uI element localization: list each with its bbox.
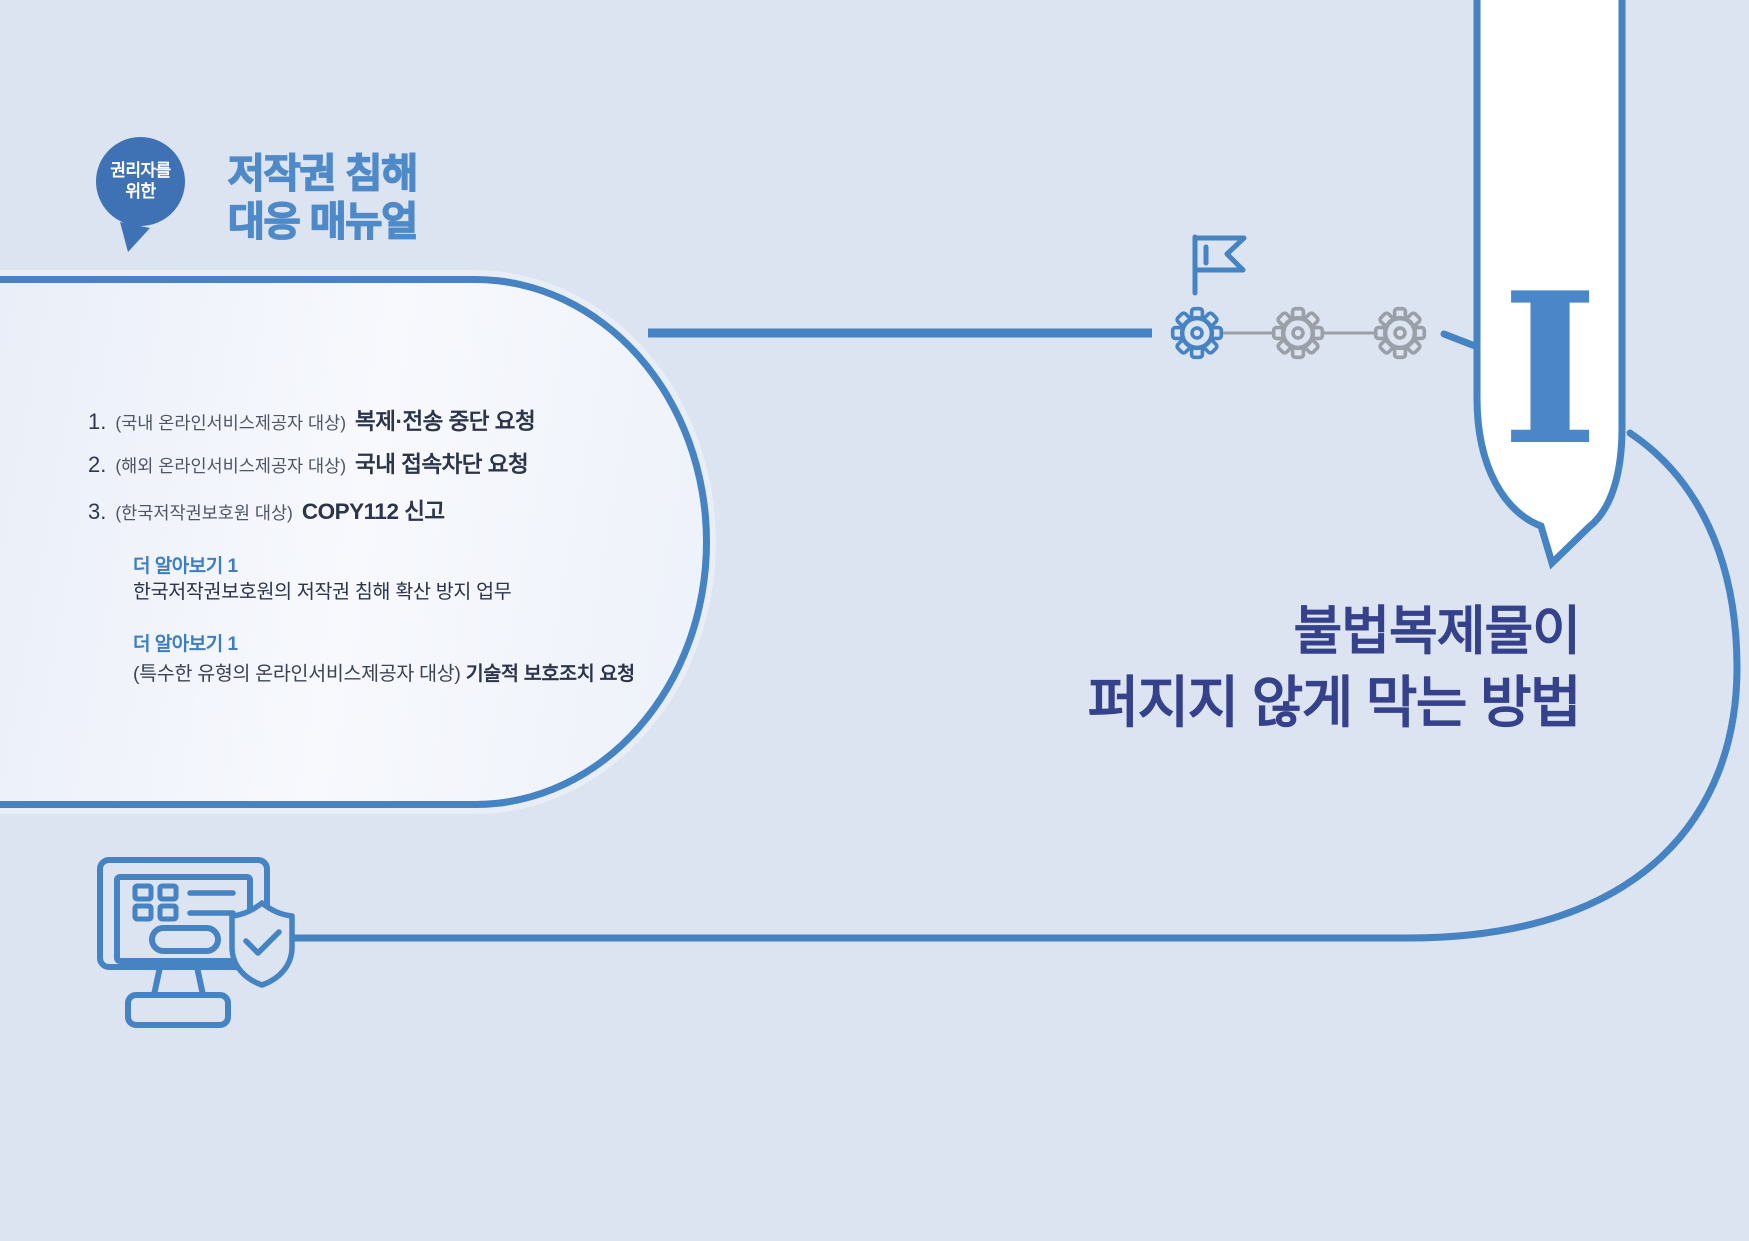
more-info-desc-2: (특수한 유형의 온라인서비스제공자 대상) 기술적 보호조치 요청 — [133, 657, 635, 686]
list-item-number: 1. — [88, 409, 107, 434]
chapter-title-line2: 퍼지지 않게 막는 방법 — [1087, 670, 1582, 734]
gear-icon-gray-2 — [1376, 309, 1425, 358]
gear-icon-blue — [1173, 309, 1222, 358]
list-item-action: 국내 접속차단 요청 — [355, 452, 529, 477]
list-item-number: 2. — [88, 452, 107, 477]
list-item-action: 복제·전송 중단 요청 — [355, 409, 536, 434]
more-info-desc-2-action: 기술적 보호조치 요청 — [465, 663, 635, 685]
manual-title-line2: 대응 매뉴얼 — [227, 199, 419, 245]
logo-badge-line1: 권리자를 — [110, 161, 171, 181]
list-item-1: 1. (국내 온라인서비스제공자 대상) 복제·전송 중단 요청 — [88, 404, 536, 436]
list-item-number: 3. — [88, 499, 107, 524]
list-item-3: 3. (한국저작권보호원 대상) COPY112 신고 — [88, 494, 445, 526]
more-info-label-2: 더 알아보기 1 — [133, 634, 238, 655]
chapter-numeral: I — [1501, 248, 1599, 492]
list-item-action: COPY112 신고 — [301, 499, 445, 524]
logo-badge-line2: 위한 — [125, 181, 156, 201]
summary-capsule-panel — [0, 276, 710, 808]
list-item-target: (한국저작권보호원 대상) — [115, 503, 293, 523]
monitor-shield-icon — [97, 857, 295, 1028]
gear-icon-gray-1 — [1274, 309, 1323, 358]
manual-title: 저작권 침해 대응 매뉴얼 — [227, 150, 419, 246]
logo-badge-tail — [120, 222, 150, 252]
list-item-target: (국내 온라인서비스제공자 대상) — [115, 413, 347, 433]
list-item-2: 2. (해외 온라인서비스제공자 대상) 국내 접속차단 요청 — [88, 447, 529, 479]
logo-badge: 권리자를 위한 — [96, 137, 185, 226]
more-info-desc-1: 한국저작권보호원의 저작권 침해 확산 방지 업무 — [133, 575, 512, 604]
list-item-target: (해외 온라인서비스제공자 대상) — [115, 456, 347, 476]
more-info-desc-2-target: (특수한 유형의 온라인서비스제공자 대상) — [133, 663, 466, 685]
gear-to-bookmark-link — [1440, 330, 1479, 350]
flag-icon — [1192, 234, 1247, 296]
manual-title-line1: 저작권 침해 — [227, 151, 419, 197]
chapter-title: 불법복제물이 퍼지지 않게 막는 방법 — [1087, 598, 1582, 740]
chapter-title-line1: 불법복제물이 — [1293, 602, 1581, 661]
more-info-desc-1-text: 한국저작권보호원의 저작권 침해 확산 방지 업무 — [133, 581, 512, 603]
more-info-label-1: 더 알아보기 1 — [133, 556, 238, 577]
